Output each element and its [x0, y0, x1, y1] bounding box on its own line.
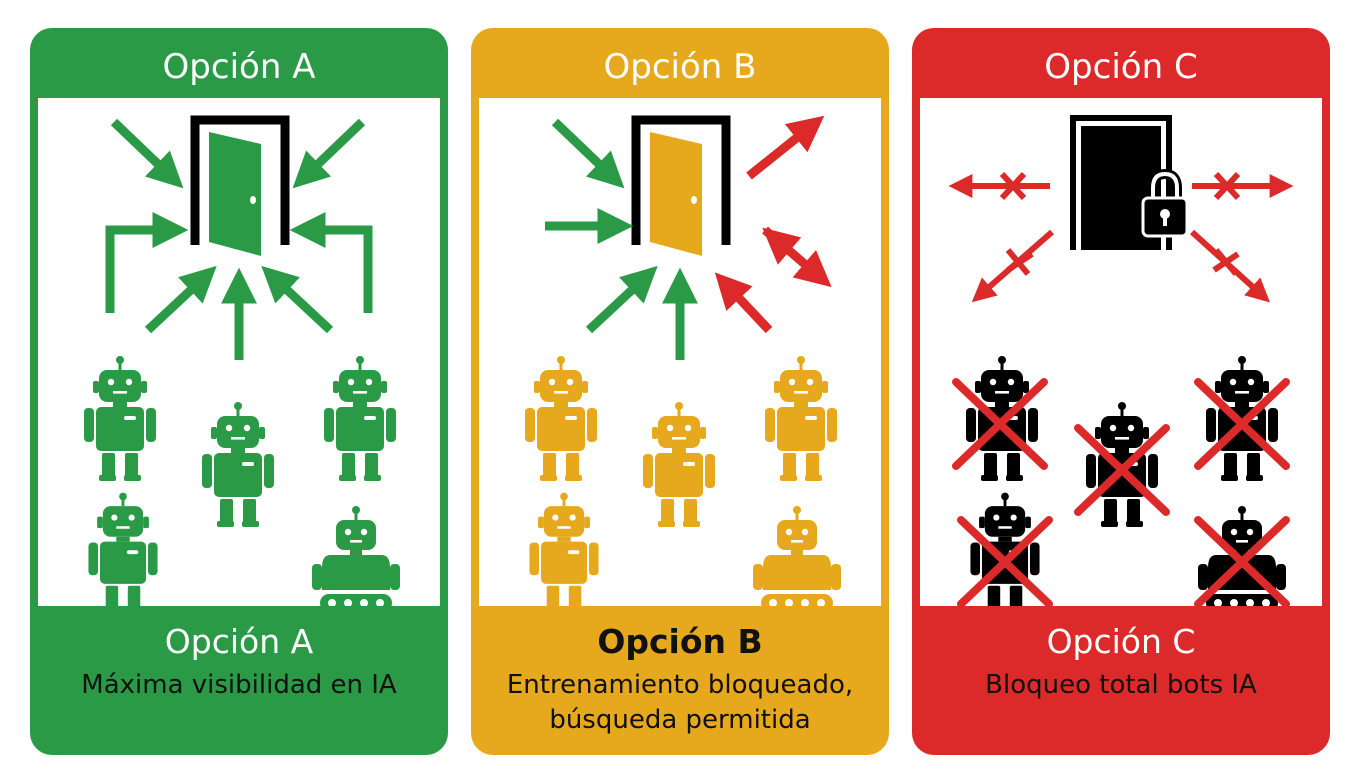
arrow-icon — [714, 272, 773, 334]
arrow-icon — [105, 212, 189, 313]
robot-icon — [82, 354, 158, 483]
option-a-title: Opción A — [164, 622, 314, 661]
option-c-illustration — [920, 98, 1322, 606]
option-a-illustration — [38, 98, 440, 606]
arrow-icon — [144, 265, 217, 334]
open-door-icon — [195, 120, 285, 256]
arrow-icon — [585, 265, 658, 334]
robot-icon — [763, 354, 839, 483]
option-c-title: Opción C — [1046, 622, 1196, 661]
robot-icon — [322, 354, 398, 483]
blocked-arrows — [714, 115, 832, 334]
option-a-header: Opción A — [162, 47, 316, 87]
arrow-icon — [746, 115, 825, 180]
access-arrows — [105, 118, 373, 360]
arrow-icon — [762, 226, 832, 288]
option-b-illustration — [479, 98, 881, 606]
robot-icon — [528, 491, 600, 606]
option-c-card: Opción C — [912, 28, 1330, 755]
option-b-card: Opción B — [471, 28, 889, 755]
arrow-icon — [292, 118, 366, 189]
arrow-icon — [289, 212, 373, 313]
arrow-icon — [110, 118, 184, 189]
option-c-header: Opción C — [1044, 47, 1198, 87]
option-a-description: Máxima visibilidad en IA — [81, 670, 397, 700]
option-b-title: Opción B — [597, 622, 763, 661]
option-a-card: Opción A — [30, 28, 448, 755]
option-b-description: Entrenamiento bloqueado, búsqueda permit… — [506, 670, 854, 735]
option-b-header: Opción B — [603, 47, 757, 87]
robot-icon — [87, 491, 159, 606]
locked-door-icon — [1070, 115, 1189, 250]
padlock-icon — [1141, 168, 1189, 238]
open-door-icon — [636, 120, 726, 256]
arrow-icon — [551, 118, 625, 189]
robot-icon — [310, 504, 402, 606]
blocked-arrows — [948, 171, 1294, 303]
access-arrows — [545, 118, 698, 360]
option-c-description: Bloqueo total bots IA — [985, 670, 1257, 700]
robot-icon — [523, 354, 599, 483]
robot-icon — [641, 400, 717, 529]
robot-icon — [751, 504, 843, 606]
arrow-icon — [261, 265, 334, 334]
robot-icon — [200, 400, 276, 529]
